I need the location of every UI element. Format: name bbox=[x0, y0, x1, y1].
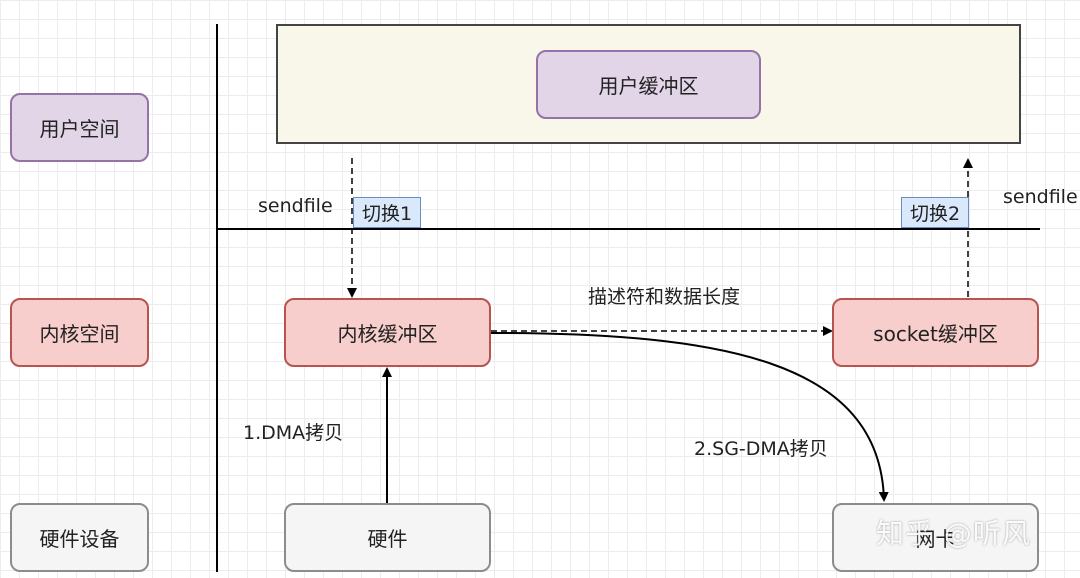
descriptor-label: 描述符和数据长度 bbox=[588, 286, 741, 308]
watermark: 知乎 @听风 bbox=[876, 517, 1031, 550]
switch2-label: 切换2 bbox=[909, 203, 961, 225]
switch1-label: 切换1 bbox=[361, 203, 413, 225]
socket-buffer-node: socket缓冲区 bbox=[832, 298, 1039, 367]
kernel-buffer-node: 内核缓冲区 bbox=[284, 298, 491, 367]
switch2-tag: 切换2 bbox=[901, 197, 969, 228]
sendfile-label-left: sendfile bbox=[258, 195, 333, 217]
socket-buffer-label: socket缓冲区 bbox=[873, 322, 998, 346]
lane-kernel-space-label: 内核空间 bbox=[39, 322, 120, 346]
user-space-area bbox=[276, 24, 1021, 144]
hardware-label: 硬件 bbox=[367, 527, 408, 551]
lane-kernel-space: 内核空间 bbox=[10, 298, 149, 367]
nic-node: 网卡 bbox=[832, 503, 1039, 572]
kernel-buffer-label: 内核缓冲区 bbox=[337, 322, 438, 346]
user-buffer-node: 用户缓冲区 bbox=[536, 50, 761, 119]
sg-dma-copy-arrow bbox=[490, 332, 889, 502]
sg-dma-copy-label: 2.SG-DMA拷贝 bbox=[694, 438, 828, 460]
lane-hardware-devices: 硬件设备 bbox=[10, 503, 149, 572]
user-buffer-label: 用户缓冲区 bbox=[598, 74, 699, 98]
lane-user-space: 用户空间 bbox=[10, 93, 149, 162]
switch1-tag: 切换1 bbox=[353, 197, 421, 228]
nic-label: 网卡 bbox=[915, 527, 956, 551]
lane-user-space-label: 用户空间 bbox=[39, 117, 120, 141]
lane-hardware-devices-label: 硬件设备 bbox=[39, 527, 120, 551]
sendfile-label-right: sendfile bbox=[1003, 186, 1078, 208]
dma-copy-label: 1.DMA拷贝 bbox=[243, 422, 344, 444]
hardware-node: 硬件 bbox=[284, 503, 491, 572]
